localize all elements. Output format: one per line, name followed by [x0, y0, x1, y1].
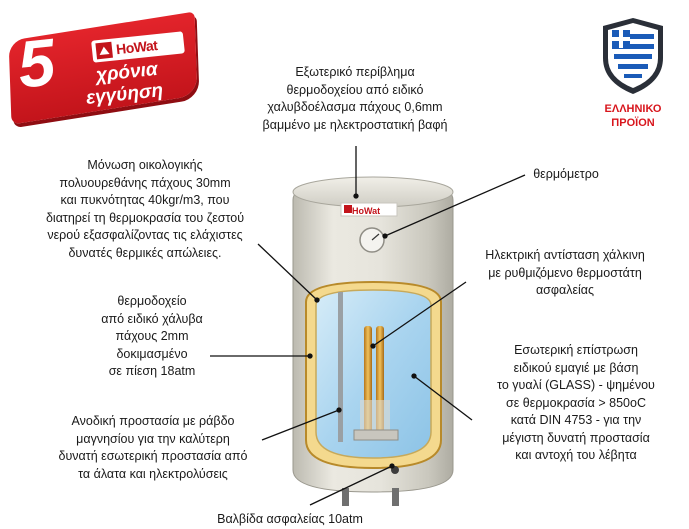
badge-logo-text: HoWat: [115, 37, 159, 58]
thermometer-label: θερμόμετρο: [533, 167, 599, 181]
greek-product-label: ΕΛΛΗΝΙΚΟ ΠΡΟΪΟΝ: [604, 103, 662, 129]
warranty-years: 5: [14, 24, 59, 102]
anode-label: Ανοδική προστασία με ράβδο μαγνησίου για…: [58, 414, 248, 481]
casing-label: Εξωτερικό περίβλημα θερμοδοχείου από ειδ…: [262, 65, 448, 132]
coating-label: Εσωτερική επίστρωση ειδικού εμαγιέ με βά…: [497, 343, 655, 462]
insulation-label: Μόνωση οικολογικής πολυουρεθάνης πάχους …: [45, 158, 245, 260]
warranty-badge: 5 HoWat χρόνια εγγύηση: [4, 11, 200, 125]
heater-logo: HoWat: [352, 206, 381, 216]
anode-rod: [338, 292, 343, 442]
heater-logo-plate: [340, 202, 398, 217]
flange: [353, 429, 399, 441]
inlet-pipe: [342, 488, 349, 506]
greek-flag-shield-icon: [603, 18, 663, 94]
resistance-label: Ηλεκτρική αντίσταση χάλκινη με ρυθμιζόμε…: [485, 248, 645, 297]
tank-interior: [315, 289, 432, 459]
outlet-pipe: [392, 488, 399, 506]
valve-label: Βαλβίδα ασφαλείας 10atm: [217, 512, 363, 526]
house-logo-icon: [95, 41, 113, 60]
tank-label: θερμοδοχείο από ειδικό χάλυβα πάχους 2mm…: [101, 294, 203, 378]
